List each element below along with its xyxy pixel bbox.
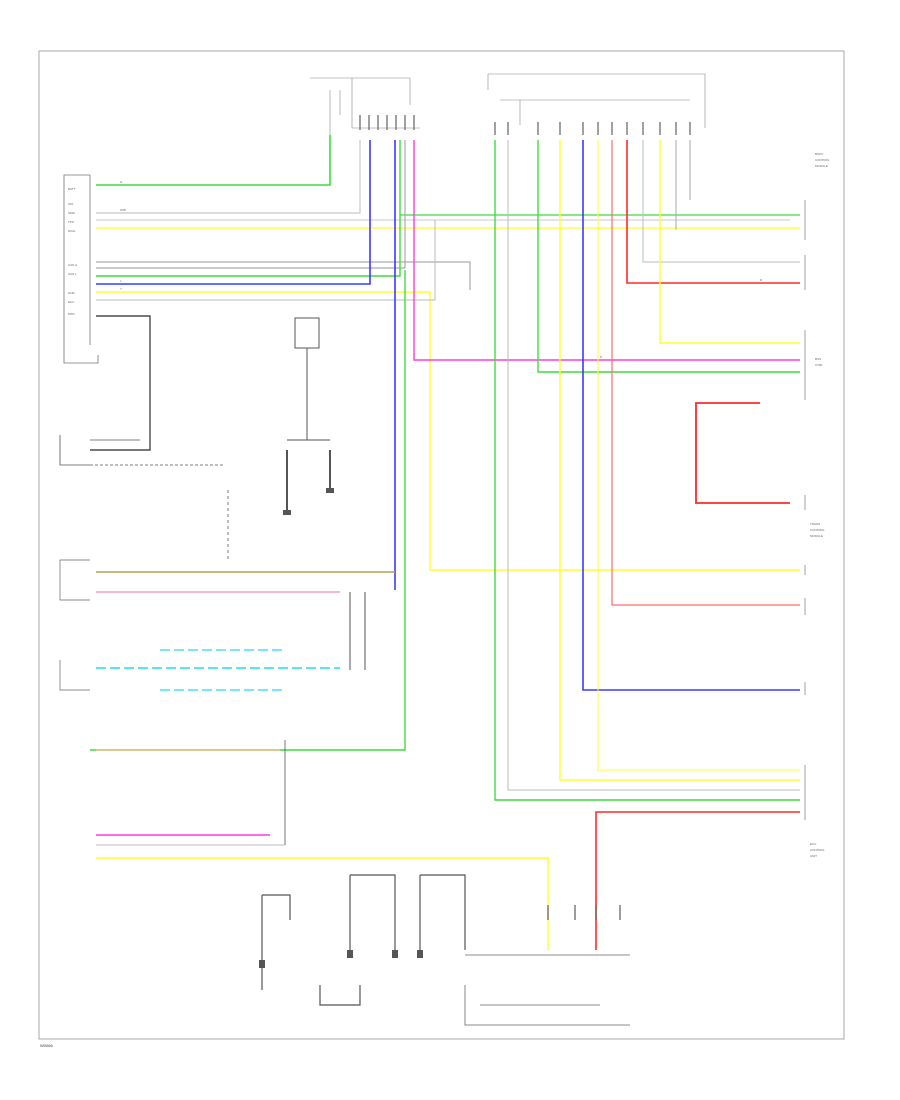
right-module-label: CONTROL	[810, 848, 825, 852]
wire-green-e	[494, 140, 800, 801]
wire-yellow-c	[559, 140, 800, 781]
footer-code: W0066	[40, 1043, 53, 1048]
wire-blue-c	[582, 140, 800, 691]
wire-pink-a	[413, 140, 800, 361]
right-module-label: CTRL	[815, 363, 823, 367]
left-pin-label: MTR	[68, 312, 75, 316]
left-pin-label: CAN L	[68, 272, 77, 276]
right-module-label: MODULE	[815, 164, 828, 168]
wire-yellow-lower	[96, 857, 549, 950]
wire-green-a	[96, 135, 331, 186]
wire-yellow-d	[597, 140, 800, 771]
wire-green-c	[96, 140, 401, 277]
right-module-label: ECU	[810, 842, 816, 846]
wire-pink-b	[611, 140, 800, 606]
left-pin-label: BATT	[68, 187, 76, 191]
sensor-component	[59, 559, 395, 670]
wire-yellow-b	[96, 291, 800, 571]
left-pin-label: TPS	[68, 220, 74, 224]
top-connector-right	[487, 73, 706, 128]
junction-pins	[547, 905, 621, 920]
right-module-label: BODY	[815, 152, 824, 156]
wire-red-c	[595, 811, 800, 950]
wire-tag: G	[120, 180, 123, 184]
left-pin-label: GND	[68, 291, 76, 295]
bottom-grounds	[261, 874, 466, 1006]
wire-green-d	[90, 270, 406, 751]
ground-symbol	[283, 488, 334, 515]
right-module-label: BUS	[815, 357, 821, 361]
wire-yellow-e	[659, 140, 800, 344]
right-module-label: MODULE	[810, 534, 823, 538]
ground-lines	[286, 450, 331, 515]
switch-component	[59, 435, 229, 560]
relay-component	[287, 317, 330, 441]
wire-gray-f	[507, 140, 800, 791]
wire-blue-a	[96, 140, 371, 285]
wire-tag: L	[120, 279, 122, 283]
wire-gray-d	[96, 140, 406, 269]
wire-dark-a	[90, 315, 151, 451]
wire-tag: R	[760, 278, 763, 282]
wire-gray-e	[96, 220, 436, 301]
pin-stubs	[359, 115, 691, 135]
wire-gray-g	[642, 140, 800, 263]
left-pin-label: CAN H	[68, 263, 77, 267]
junction-block	[464, 954, 630, 1026]
bottom-ground-blocks	[259, 950, 423, 968]
right-module-label: TRANS	[810, 522, 820, 526]
left-module-top: BATT IGN SPDI TPS DIAG CAN H CAN L GND E…	[63, 174, 99, 364]
wire-tag: Y	[120, 287, 122, 291]
left-pin-label: IGN	[68, 202, 73, 206]
wire-red-a	[626, 140, 800, 284]
wire-green-f	[537, 140, 800, 373]
wire-red-b	[695, 402, 790, 504]
top-connector-left	[310, 77, 420, 155]
diagram-frame	[38, 50, 845, 1040]
left-pin-label: ECU	[68, 300, 74, 304]
right-module-label: UNIT	[810, 854, 817, 858]
left-pin-label: SPDI	[68, 211, 75, 215]
wire-gray-a	[96, 140, 361, 214]
right-labels: BODY CONTROL MODULE BUS CTRL TRANS CONTR…	[810, 152, 830, 858]
wire-tag: P	[600, 355, 602, 359]
left-pin-label: DIAG	[68, 229, 76, 233]
right-module-label: CONTROL	[815, 158, 830, 162]
cyan-wires	[59, 649, 340, 691]
wire-tags: W/B G L P Y R	[120, 180, 763, 359]
wire-tag: W/B	[120, 208, 126, 212]
wire-gray-c	[96, 261, 471, 290]
right-module-label: CONTROL	[810, 528, 825, 532]
